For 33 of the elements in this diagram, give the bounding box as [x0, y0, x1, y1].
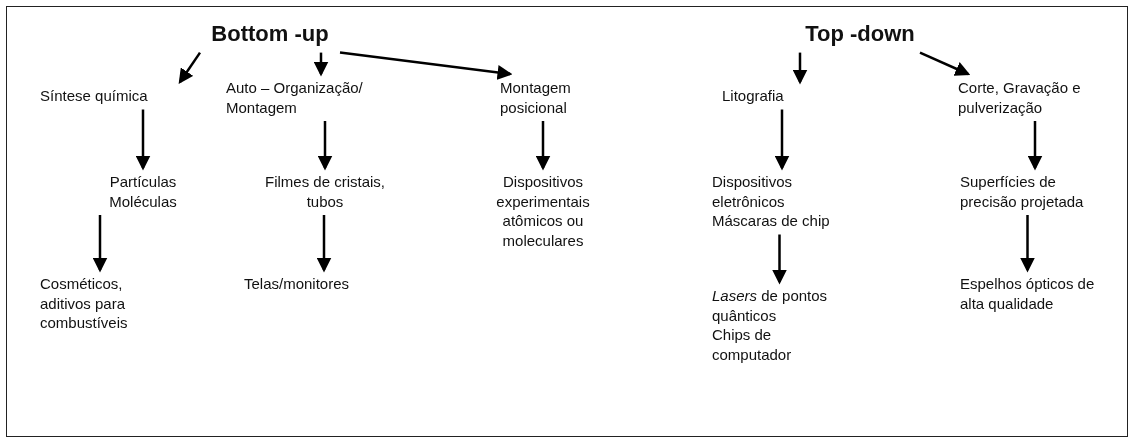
node-label: Telas/monitores — [244, 274, 351, 294]
node-label: Litografia — [722, 86, 785, 106]
arrow — [313, 52, 329, 77]
node-label: Dispositivos experimentais atômicos ou moleculares — [495, 172, 591, 250]
arrow — [1020, 215, 1035, 273]
arrow — [92, 215, 108, 273]
arrow — [535, 121, 551, 171]
node-label: Máscaras de chip — [712, 211, 831, 231]
node-label: Montagem posicional — [500, 78, 572, 117]
node-label: Moléculas — [108, 191, 178, 211]
node-label: Auto – Organização/ Montagem — [226, 78, 364, 117]
arrow — [919, 51, 971, 76]
node-label: Cosméticos, aditivos para combustíveis — [40, 274, 129, 333]
arrow — [135, 109, 151, 171]
node-label: Síntese química — [40, 86, 149, 106]
arrow — [178, 51, 202, 85]
heading: Top -down — [804, 20, 916, 48]
arrow — [772, 234, 787, 285]
arrow — [316, 215, 332, 273]
arrow — [317, 121, 333, 171]
arrow — [339, 51, 513, 80]
heading: Bottom -up — [210, 20, 330, 48]
arrow — [792, 52, 808, 85]
arrow — [774, 109, 790, 171]
node-label: Dispositivos eletrônicos — [712, 172, 794, 211]
node-label: Partículas — [108, 172, 178, 192]
node-label: Chips de computador — [712, 325, 793, 364]
node-label: Lasers de pontos quânticos — [712, 286, 829, 325]
node-label: Superfícies de precisão projetada — [960, 172, 1085, 211]
node-label: Filmes de cristais, tubos — [264, 172, 386, 211]
node-label: Corte, Gravação e pulverização — [958, 78, 1082, 117]
node-label: Espelhos ópticos de alta qualidade — [960, 274, 1095, 313]
arrow — [1027, 121, 1043, 171]
